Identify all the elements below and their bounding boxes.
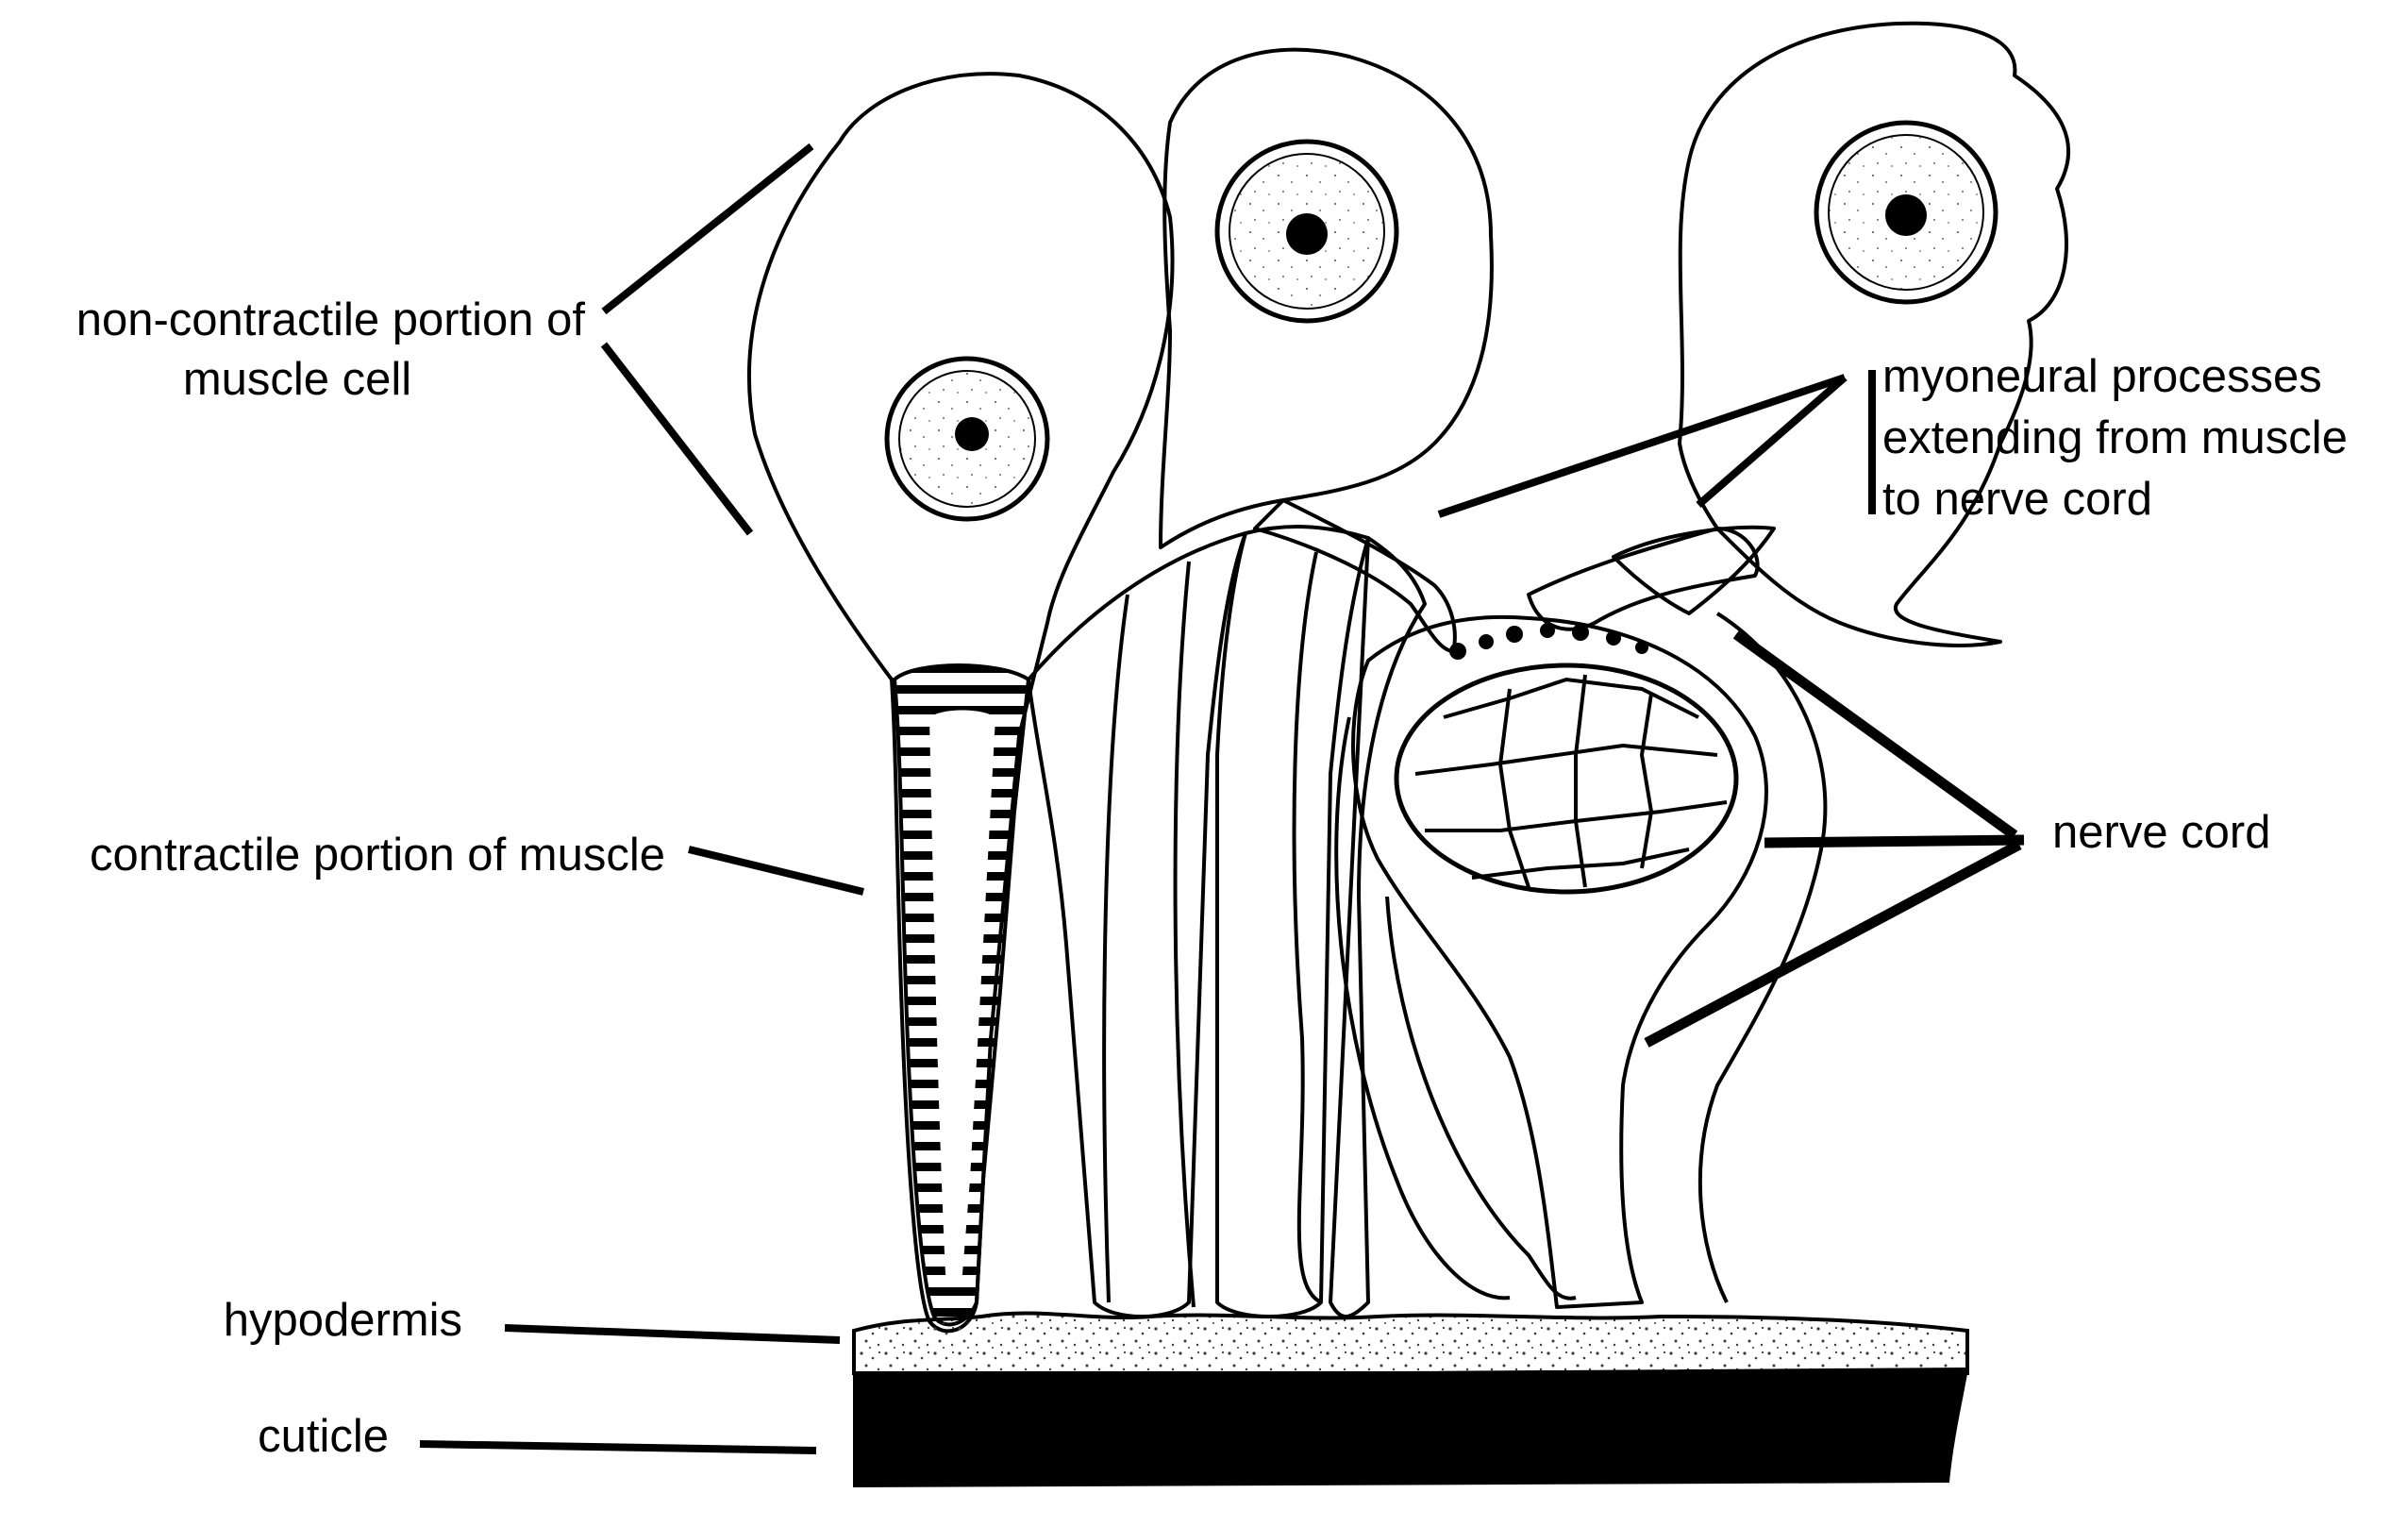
column-outline-1 <box>1027 531 1247 1318</box>
nerve-cord-right-wrap <box>1697 612 1828 1303</box>
contractile-core <box>929 710 995 1285</box>
nerve-cord-sheath <box>1351 614 1768 1309</box>
nucleus-middle <box>1214 139 1399 324</box>
hypodermal-columns <box>1027 525 1577 1318</box>
muscle-cell-middle-body <box>1159 47 1494 549</box>
hypodermis-layer <box>852 1311 1969 1375</box>
label-myoneural-line3: to nerve cord <box>1882 474 2152 525</box>
label-hypodermis: hypodermis <box>224 1295 462 1346</box>
label-nerve-cord: nerve cord <box>2052 807 2271 858</box>
column-outline-2 <box>1215 525 1370 1318</box>
leader-non-contractile-upper <box>601 143 814 315</box>
nerve-cord-fibers <box>1394 663 1739 895</box>
label-myoneural-line2: extending from muscle <box>1882 412 2348 463</box>
muscle-cells <box>747 21 2070 1334</box>
label-myoneural-line1: myoneural processes <box>1882 351 2322 402</box>
cuticle-layer <box>853 1367 1969 1488</box>
leader-cuticle <box>419 1440 817 1454</box>
nucleus-left <box>884 356 1050 522</box>
nerve-cord-cells <box>1414 674 1728 888</box>
column-divider-2 <box>1173 561 1196 1308</box>
label-non-contractile-line2: muscle cell <box>183 354 411 405</box>
nerve-cord-group <box>1351 612 1828 1309</box>
leader-myoneural-upper <box>1437 374 1847 518</box>
leader-non-contractile-lower <box>600 342 754 536</box>
label-contractile: contractile portion of muscle <box>90 830 665 881</box>
column-divider-5 <box>1385 896 1577 1300</box>
leader-nerve-cord-middle <box>1764 834 2025 848</box>
nucleus-right <box>1814 120 1998 305</box>
synaptic-knobs <box>1449 623 1648 660</box>
muscle-cell-right-body <box>1678 21 2070 647</box>
leader-contractile <box>688 846 864 896</box>
leader-nerve-cord-upper <box>1732 629 2018 840</box>
leader-myoneural-lower <box>1696 374 1848 509</box>
column-divider-1 <box>1102 594 1129 1303</box>
leader-hypodermis <box>504 1324 841 1344</box>
label-non-contractile-line1: non-contractile portion of <box>76 294 586 345</box>
labels: non-contractile portion of muscle cell c… <box>76 294 2348 1462</box>
leader-nerve-cord-lower <box>1644 840 2022 1048</box>
column-divider-4 <box>1334 716 1511 1300</box>
column-divider-3 <box>1292 551 1323 1304</box>
column-outline-3 <box>1329 536 1427 1318</box>
myoneural-process-flap <box>1612 525 1776 615</box>
leader-lines <box>419 143 2025 1454</box>
label-cuticle: cuticle <box>258 1411 389 1462</box>
